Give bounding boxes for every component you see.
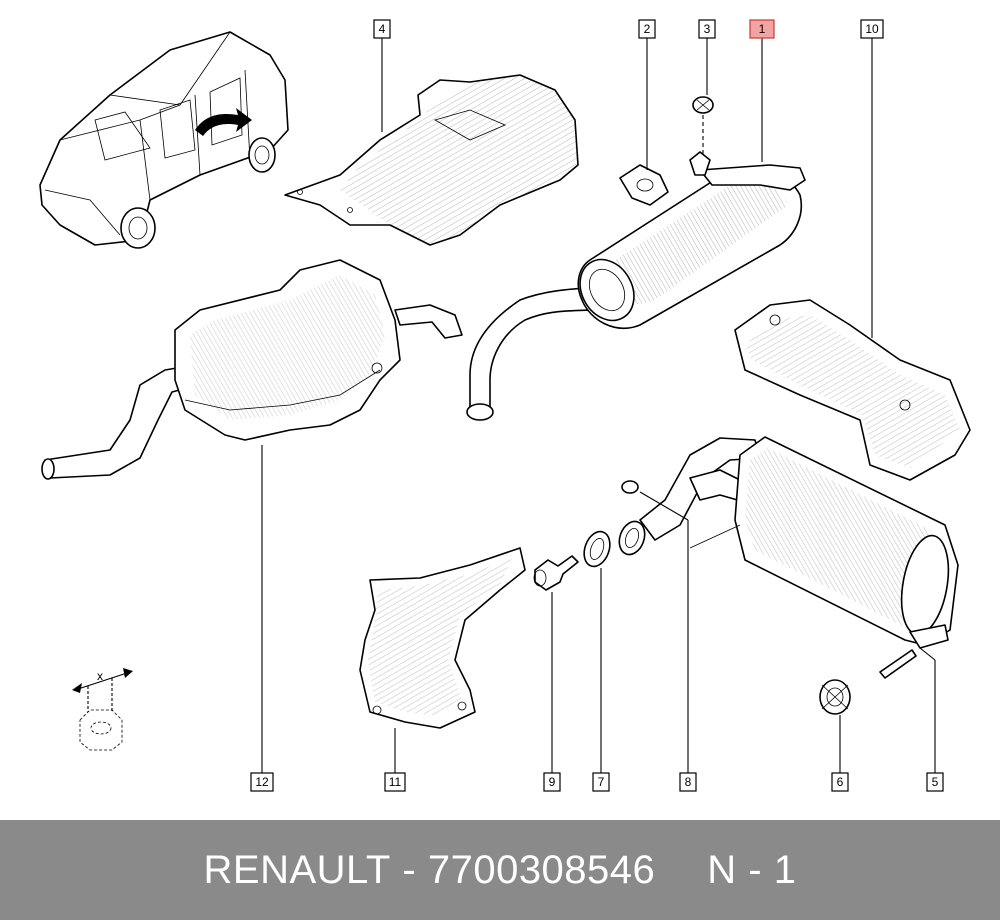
- part-7-gasket: [583, 530, 611, 568]
- part-9-bolt: [533, 555, 579, 591]
- callout-3[interactable]: 3: [698, 19, 716, 39]
- part-4-heat-shield: [284, 74, 579, 246]
- callout-4[interactable]: 4: [373, 19, 391, 39]
- part-info-footer: RENAULT - 7700308546 N - 1: [0, 820, 1000, 920]
- position-code: N - 1: [707, 847, 797, 892]
- part-10-heat-shield: [734, 299, 971, 481]
- svg-text:4: 4: [379, 22, 386, 36]
- svg-text:7: 7: [598, 775, 605, 789]
- leader-lines: [261, 38, 936, 773]
- svg-text:9: 9: [549, 775, 556, 789]
- svg-text:10: 10: [865, 22, 879, 36]
- svg-text:2: 2: [644, 22, 651, 36]
- part-12-silencer-assembly: [41, 259, 463, 480]
- callout-11[interactable]: 11: [384, 772, 406, 792]
- part-1-rear-silencer: [466, 164, 806, 421]
- vehicle-illustration: [39, 31, 289, 249]
- svg-text:12: 12: [255, 775, 269, 789]
- part-8-ring: [618, 480, 646, 556]
- part-number: 7700308546: [427, 847, 656, 892]
- callout-7[interactable]: 7: [592, 772, 610, 792]
- separator: -: [402, 847, 417, 892]
- callout-9[interactable]: 9: [543, 772, 561, 792]
- svg-text:5: 5: [932, 775, 939, 789]
- part-5-rear-silencer: [639, 436, 959, 679]
- svg-text:6: 6: [837, 775, 844, 789]
- part-3-clamp: [689, 96, 714, 176]
- svg-text:11: 11: [389, 775, 402, 789]
- part-2-bracket: [619, 164, 669, 206]
- callout-1[interactable]: 1: [749, 19, 775, 39]
- dimension-nut-symbol: x: [72, 668, 133, 751]
- dimension-label: x: [97, 669, 103, 683]
- callout-5[interactable]: 5: [926, 772, 944, 792]
- callout-2[interactable]: 2: [638, 19, 656, 39]
- exhaust-exploded-diagram: x 1 2 3 4 10 12: [39, 19, 971, 792]
- callout-12[interactable]: 12: [250, 772, 274, 792]
- svg-text:8: 8: [685, 775, 692, 789]
- part-6-nut: [819, 679, 851, 715]
- part-11-heat-shield: [359, 547, 526, 729]
- svg-text:3: 3: [704, 22, 711, 36]
- svg-text:1: 1: [759, 22, 766, 36]
- callout-10[interactable]: 10: [860, 19, 884, 39]
- callout-8[interactable]: 8: [679, 772, 697, 792]
- callout-6[interactable]: 6: [831, 772, 849, 792]
- brand-name: RENAULT: [203, 847, 391, 892]
